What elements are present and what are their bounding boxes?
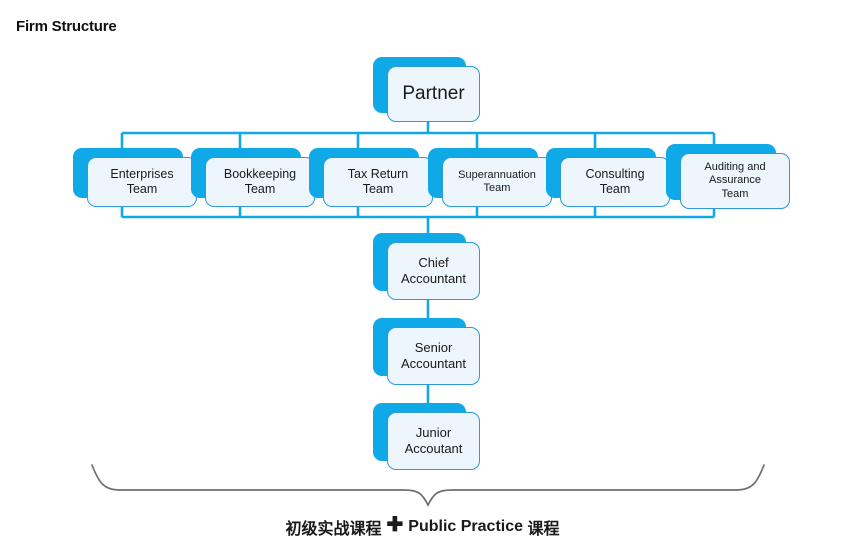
node-senior-accountant[interactable]: Senior Accountant bbox=[373, 318, 480, 385]
node-label-line1: Tax Return bbox=[347, 166, 409, 181]
node-label-line2: Team bbox=[599, 182, 631, 196]
caption-left: 初级实战课程 bbox=[285, 520, 382, 538]
node-label-line2: Team bbox=[362, 182, 394, 196]
node-label: Senior Accountant bbox=[387, 327, 480, 385]
node-label-line1: Enterprises bbox=[110, 166, 174, 181]
node-label-line1: Bookkeeping bbox=[223, 166, 297, 181]
node-label-line2: Accountant bbox=[400, 271, 467, 286]
node-label-line2: Team bbox=[244, 182, 276, 196]
node-label-line2: Team bbox=[126, 182, 158, 196]
caption-right-en: Public Practice bbox=[408, 517, 524, 535]
node-label-line1: Auditing and bbox=[704, 160, 766, 173]
node-label: Partner bbox=[387, 66, 480, 122]
node-label-line1: Junior bbox=[415, 425, 452, 441]
node-junior-accountant[interactable]: Junior Accoutant bbox=[373, 403, 480, 470]
node-label-line3: Team bbox=[721, 187, 749, 200]
node-consulting-team[interactable]: Consulting Team bbox=[546, 148, 670, 207]
node-label-line1: Consulting bbox=[585, 166, 645, 181]
node-auditing-assurance-team[interactable]: Auditing and Assurance Team bbox=[666, 144, 790, 209]
summary-brace-icon bbox=[91, 464, 765, 507]
node-enterprises-team[interactable]: Enterprises Team bbox=[73, 148, 197, 207]
summary-caption: 初级实战课程✚Public Practice 课程 bbox=[0, 512, 845, 539]
node-label-line2: Assurance bbox=[709, 174, 761, 187]
node-label-line2: Team bbox=[483, 182, 511, 194]
node-label: Superannuation Team bbox=[442, 157, 552, 207]
node-label-line1: Partner bbox=[402, 83, 465, 105]
node-label: Consulting Team bbox=[560, 157, 670, 207]
node-label-line1: Senior bbox=[414, 340, 453, 356]
plus-icon: ✚ bbox=[386, 514, 404, 536]
caption-right-cn: 课程 bbox=[527, 520, 560, 538]
page-title: Firm Structure bbox=[16, 18, 117, 35]
node-label: Enterprises Team bbox=[87, 157, 197, 207]
node-label-line2: Accoutant bbox=[404, 441, 463, 456]
node-label: Tax Return Team bbox=[323, 157, 433, 207]
node-superannuation-team[interactable]: Superannuation Team bbox=[428, 148, 552, 207]
node-bookkeeping-team[interactable]: Bookkeeping Team bbox=[191, 148, 315, 207]
node-label: Chief Accountant bbox=[387, 242, 480, 300]
node-tax-return-team[interactable]: Tax Return Team bbox=[309, 148, 433, 207]
node-label: Bookkeeping Team bbox=[205, 157, 315, 207]
node-chief-accountant[interactable]: Chief Accountant bbox=[373, 233, 480, 300]
node-label: Auditing and Assurance Team bbox=[680, 153, 790, 209]
node-partner[interactable]: Partner bbox=[373, 57, 480, 122]
node-label: Junior Accoutant bbox=[387, 412, 480, 470]
node-label-line1: Chief bbox=[418, 255, 449, 271]
node-label-line1: Superannuation bbox=[458, 168, 536, 181]
node-label-line2: Accountant bbox=[400, 356, 467, 371]
